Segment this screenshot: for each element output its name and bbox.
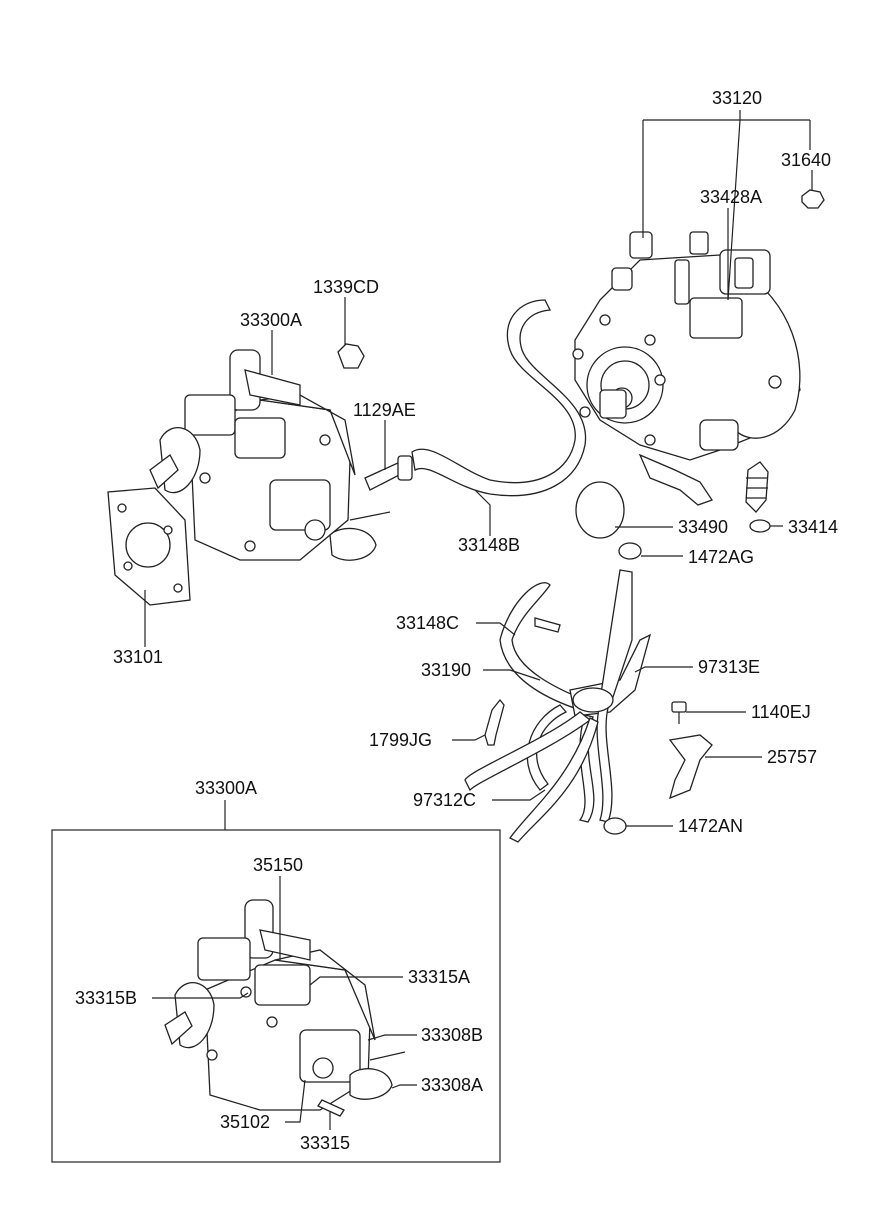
part-number-33101: 33101 <box>113 647 164 667</box>
part-number-33315: 33315 <box>300 1133 351 1153</box>
detail-box <box>51 829 501 1163</box>
o-ring-33490 <box>575 481 625 539</box>
part-number-1140EJ: 1140EJ <box>751 702 811 722</box>
part-number-1799JG: 1799JG <box>369 730 433 750</box>
part-number-33428A: 33428A <box>700 187 763 207</box>
part-number-33148C: 33148C <box>396 613 460 633</box>
part-number-33300A-top: 33300A <box>240 310 303 330</box>
nut-1339CD <box>337 343 365 369</box>
clip-1799JG <box>484 698 505 746</box>
part-number-1472AN: 1472AN <box>678 816 744 836</box>
part-number-35102: 35102 <box>220 1112 271 1132</box>
throttle-body-detail <box>164 899 406 1117</box>
part-number-33315A: 33315A <box>408 967 471 987</box>
clamp-1472AG <box>618 542 642 560</box>
part-number-97312C: 97312C <box>413 790 477 810</box>
part-number-1129AE: 1129AE <box>353 400 416 420</box>
part-number-33315B: 33315B <box>75 988 138 1008</box>
part-number-25757: 25757 <box>767 747 818 767</box>
part-number-33120: 33120 <box>712 88 763 108</box>
part-number-31640: 31640 <box>781 150 832 170</box>
hose-bundle <box>464 569 652 843</box>
fitting-33414 <box>745 461 771 533</box>
part-number-33308A: 33308A <box>421 1075 484 1095</box>
part-number-33308B: 33308B <box>421 1025 484 1045</box>
gasket-33101 <box>107 487 191 606</box>
leader-lines <box>144 110 813 1130</box>
part-number-97313E: 97313E <box>698 657 761 677</box>
part-number-35150: 35150 <box>253 855 304 875</box>
part-number-33148B: 33148B <box>458 535 521 555</box>
cap-31640 <box>801 189 825 209</box>
vaporizer-assembly <box>572 231 801 506</box>
bolt-1129AE <box>364 455 413 491</box>
throttle-body-top <box>149 349 391 561</box>
bracket-25757 <box>668 734 713 800</box>
part-number-33414: 33414 <box>788 517 839 537</box>
part-number-33490: 33490 <box>678 517 729 537</box>
part-number-33300A-box: 33300A <box>195 778 258 798</box>
part-number-1472AG: 1472AG <box>688 547 755 567</box>
part-number-33190: 33190 <box>421 660 472 680</box>
hose-33148B <box>411 299 587 497</box>
part-number-1339CD: 1339CD <box>313 277 380 297</box>
bolt-1140EJ <box>671 701 687 724</box>
clamp-1472AN <box>603 817 627 835</box>
